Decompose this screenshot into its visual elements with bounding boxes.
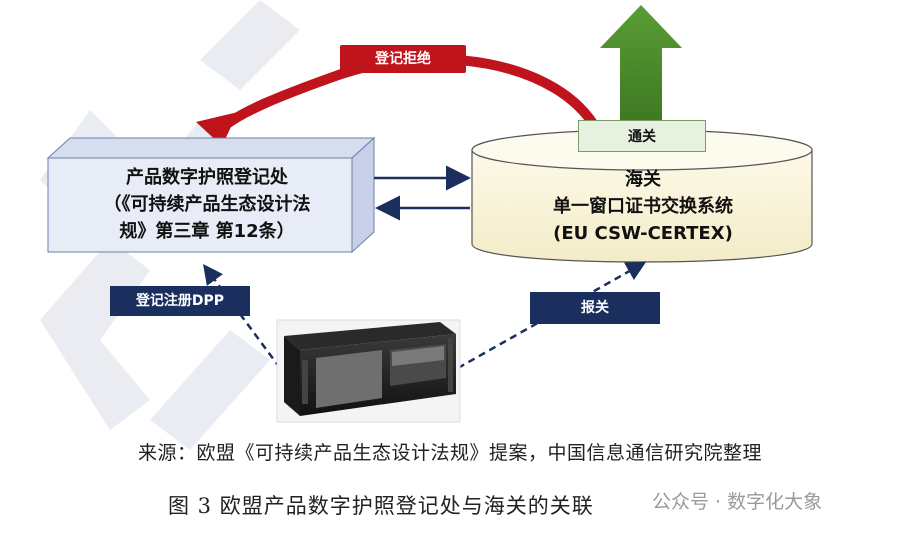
exchange-arrows [374, 165, 471, 221]
registry-title: 产品数字护照登记处 [126, 167, 288, 188]
source-note: 来源：欧盟《可持续产品生态设计法规》提案，中国信息通信研究院整理 [138, 442, 763, 464]
customs-declaration-label: 报关 [530, 292, 660, 324]
customs-system-name: 单一窗口证书交换系统 [553, 196, 733, 217]
customs-label: 海关 单一窗口证书交换系统 (EU CSW-CERTEX) [478, 166, 808, 247]
customs-title: 海关 [625, 169, 661, 190]
registry-label: 产品数字护照登记处 （《可持续产品生态设计法 规》第三章 第12条） [62, 164, 352, 245]
figure-caption: 图 3 欧盟产品数字护照登记处与海关的关联 [168, 494, 594, 518]
registry-reference-line2: 规》第三章 第12条） [119, 221, 295, 242]
registry-reference-line1: （《可持续产品生态设计法 [103, 194, 311, 215]
reject-label: 登记拒绝 [340, 45, 466, 73]
clearance-up-arrow [600, 5, 682, 120]
customs-system-code: (EU CSW-CERTEX) [553, 223, 733, 244]
registry-box [46, 136, 376, 254]
server-device-image [276, 319, 461, 423]
clearance-label: 通关 [578, 120, 706, 152]
register-dpp-label: 登记注册DPP [110, 286, 250, 316]
wechat-watermark: 公众号 · 数字化大象 [652, 491, 823, 513]
dpp-dashed-arrow [203, 263, 282, 369]
